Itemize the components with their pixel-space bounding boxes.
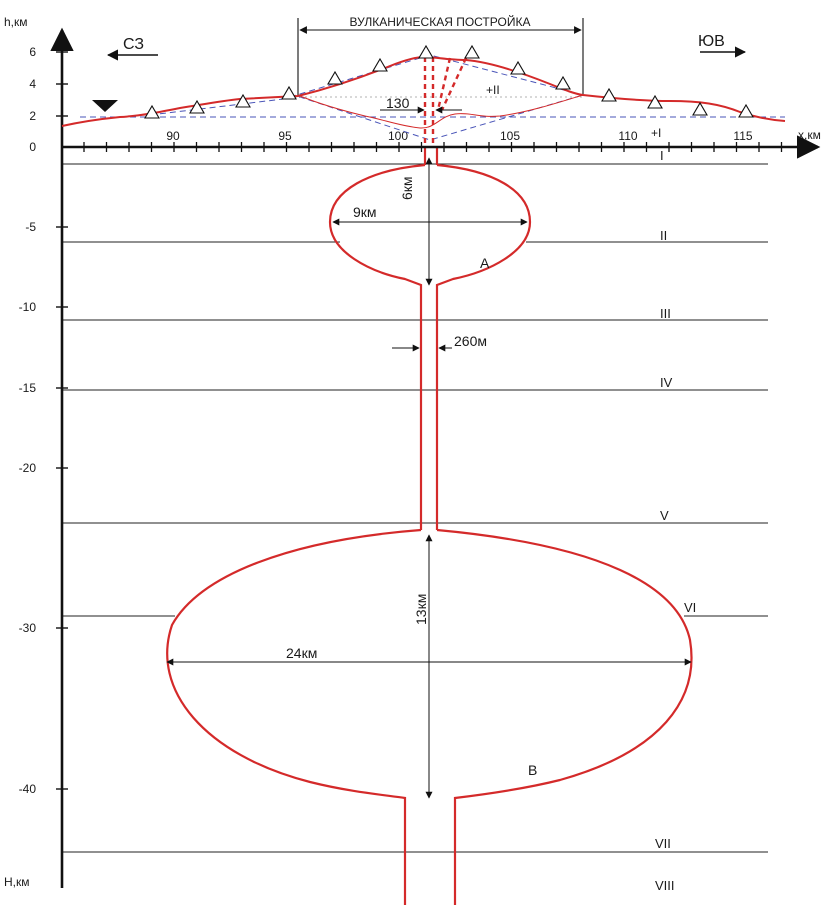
chamber-b-outline: [166, 528, 693, 905]
survey-triangles: [144, 44, 754, 119]
survey-triangle-icon: [144, 104, 160, 119]
y-axis-ticks: [56, 51, 68, 790]
x-tick-115: 115: [733, 129, 752, 143]
y-tick-4: 4: [29, 77, 36, 91]
survey-triangle-icon: [418, 44, 434, 59]
survey-triangle-icon: [738, 103, 754, 118]
layer-label-vii: VII: [655, 836, 671, 851]
layer-label-i: I: [660, 148, 664, 163]
magma-system: [166, 147, 693, 905]
layer-label-ii: II: [660, 228, 667, 243]
x-tick-100: 100: [388, 129, 408, 143]
x-tick-90: 90: [166, 129, 180, 143]
layer-label-viii: VIII: [655, 878, 675, 893]
offset-130-label: 130: [386, 95, 410, 111]
survey-triangle-icon: [601, 87, 617, 102]
x-axis-ticks: [83, 142, 783, 152]
layer-label-v: V: [660, 508, 669, 523]
y-tick-neg20: -20: [19, 461, 37, 475]
marker-plus-two: +II: [486, 83, 500, 97]
survey-triangle-icon: [372, 57, 388, 72]
edifice-bracket: [297, 18, 584, 96]
chamber-b-name: B: [528, 762, 537, 778]
vent-lines: [423, 57, 468, 147]
chamber-b-height-label: 13км: [413, 594, 429, 625]
survey-triangle-icon: [327, 70, 343, 85]
y-tick-neg30: -30: [19, 621, 37, 635]
conduit-width-label: 260м: [454, 333, 487, 349]
y-tick-0: 0: [29, 140, 36, 154]
edifice-label: ВУЛКАНИЧЕСКАЯ ПОСТРОЙКА: [350, 14, 531, 29]
x-tick-105: 105: [500, 129, 520, 143]
layer-labels: I II III IV V VI VII VIII: [655, 148, 696, 893]
direction-se: ЮВ: [698, 33, 747, 58]
survey-triangle-icon: [510, 60, 526, 75]
chamber-b-width-label: 24км: [286, 645, 317, 661]
y-tick-neg5: -5: [25, 220, 36, 234]
inner-surface: [299, 94, 584, 129]
dashed-envelope-upper: [289, 54, 584, 98]
chamber-b-dimensions: [166, 534, 692, 799]
chamber-a-outline: [328, 163, 532, 530]
chamber-a-dimensions: [332, 157, 528, 286]
y-axis-label: h,км: [4, 15, 28, 29]
layer-lines: [62, 163, 768, 853]
survey-triangle-icon: [189, 99, 205, 114]
marker-plus-one: +I: [651, 126, 661, 140]
offset-130-dimension: 130: [380, 95, 462, 114]
survey-triangle-icon: [235, 93, 251, 108]
y-tick-2: 2: [29, 109, 36, 123]
dashed-envelope-lower: [149, 94, 584, 141]
chamber-a-name: A: [480, 255, 490, 271]
direction-se-label: ЮВ: [698, 33, 725, 50]
chamber-a-width-label: 9км: [353, 204, 377, 220]
y-tick-neg10: -10: [19, 300, 37, 314]
survey-triangle-icon: [647, 94, 663, 109]
y-tick-6: 6: [29, 45, 36, 59]
x-tick-110: 110: [618, 129, 637, 143]
survey-triangle-icon: [692, 101, 708, 116]
axes: [50, 27, 821, 888]
y-tick-labels: 6 4 2 0 -5 -10 -15 -20 -30 -40: [19, 45, 37, 796]
x-tick-labels: 90 95 100 105 110 115: [166, 129, 753, 143]
direction-nw-label: СЗ: [123, 36, 144, 53]
y-tick-neg40: -40: [19, 782, 37, 796]
survey-triangle-icon: [555, 75, 571, 90]
surface-profile: [61, 55, 786, 127]
x-tick-95: 95: [278, 129, 292, 143]
chamber-a-height-label: 6км: [399, 176, 415, 200]
y-tick-neg15: -15: [19, 381, 37, 395]
depth-axis-label: Н,км: [4, 875, 30, 889]
survey-triangle-icon: [464, 44, 480, 59]
x-axis-label: х,км: [798, 128, 821, 142]
layer-label-vi: VI: [684, 600, 696, 615]
direction-nw: СЗ: [106, 36, 158, 61]
survey-triangle-icon: [281, 85, 297, 100]
water-level-marker: [92, 100, 118, 112]
layer-label-iii: III: [660, 306, 671, 321]
layer-label-iv: IV: [660, 375, 673, 390]
